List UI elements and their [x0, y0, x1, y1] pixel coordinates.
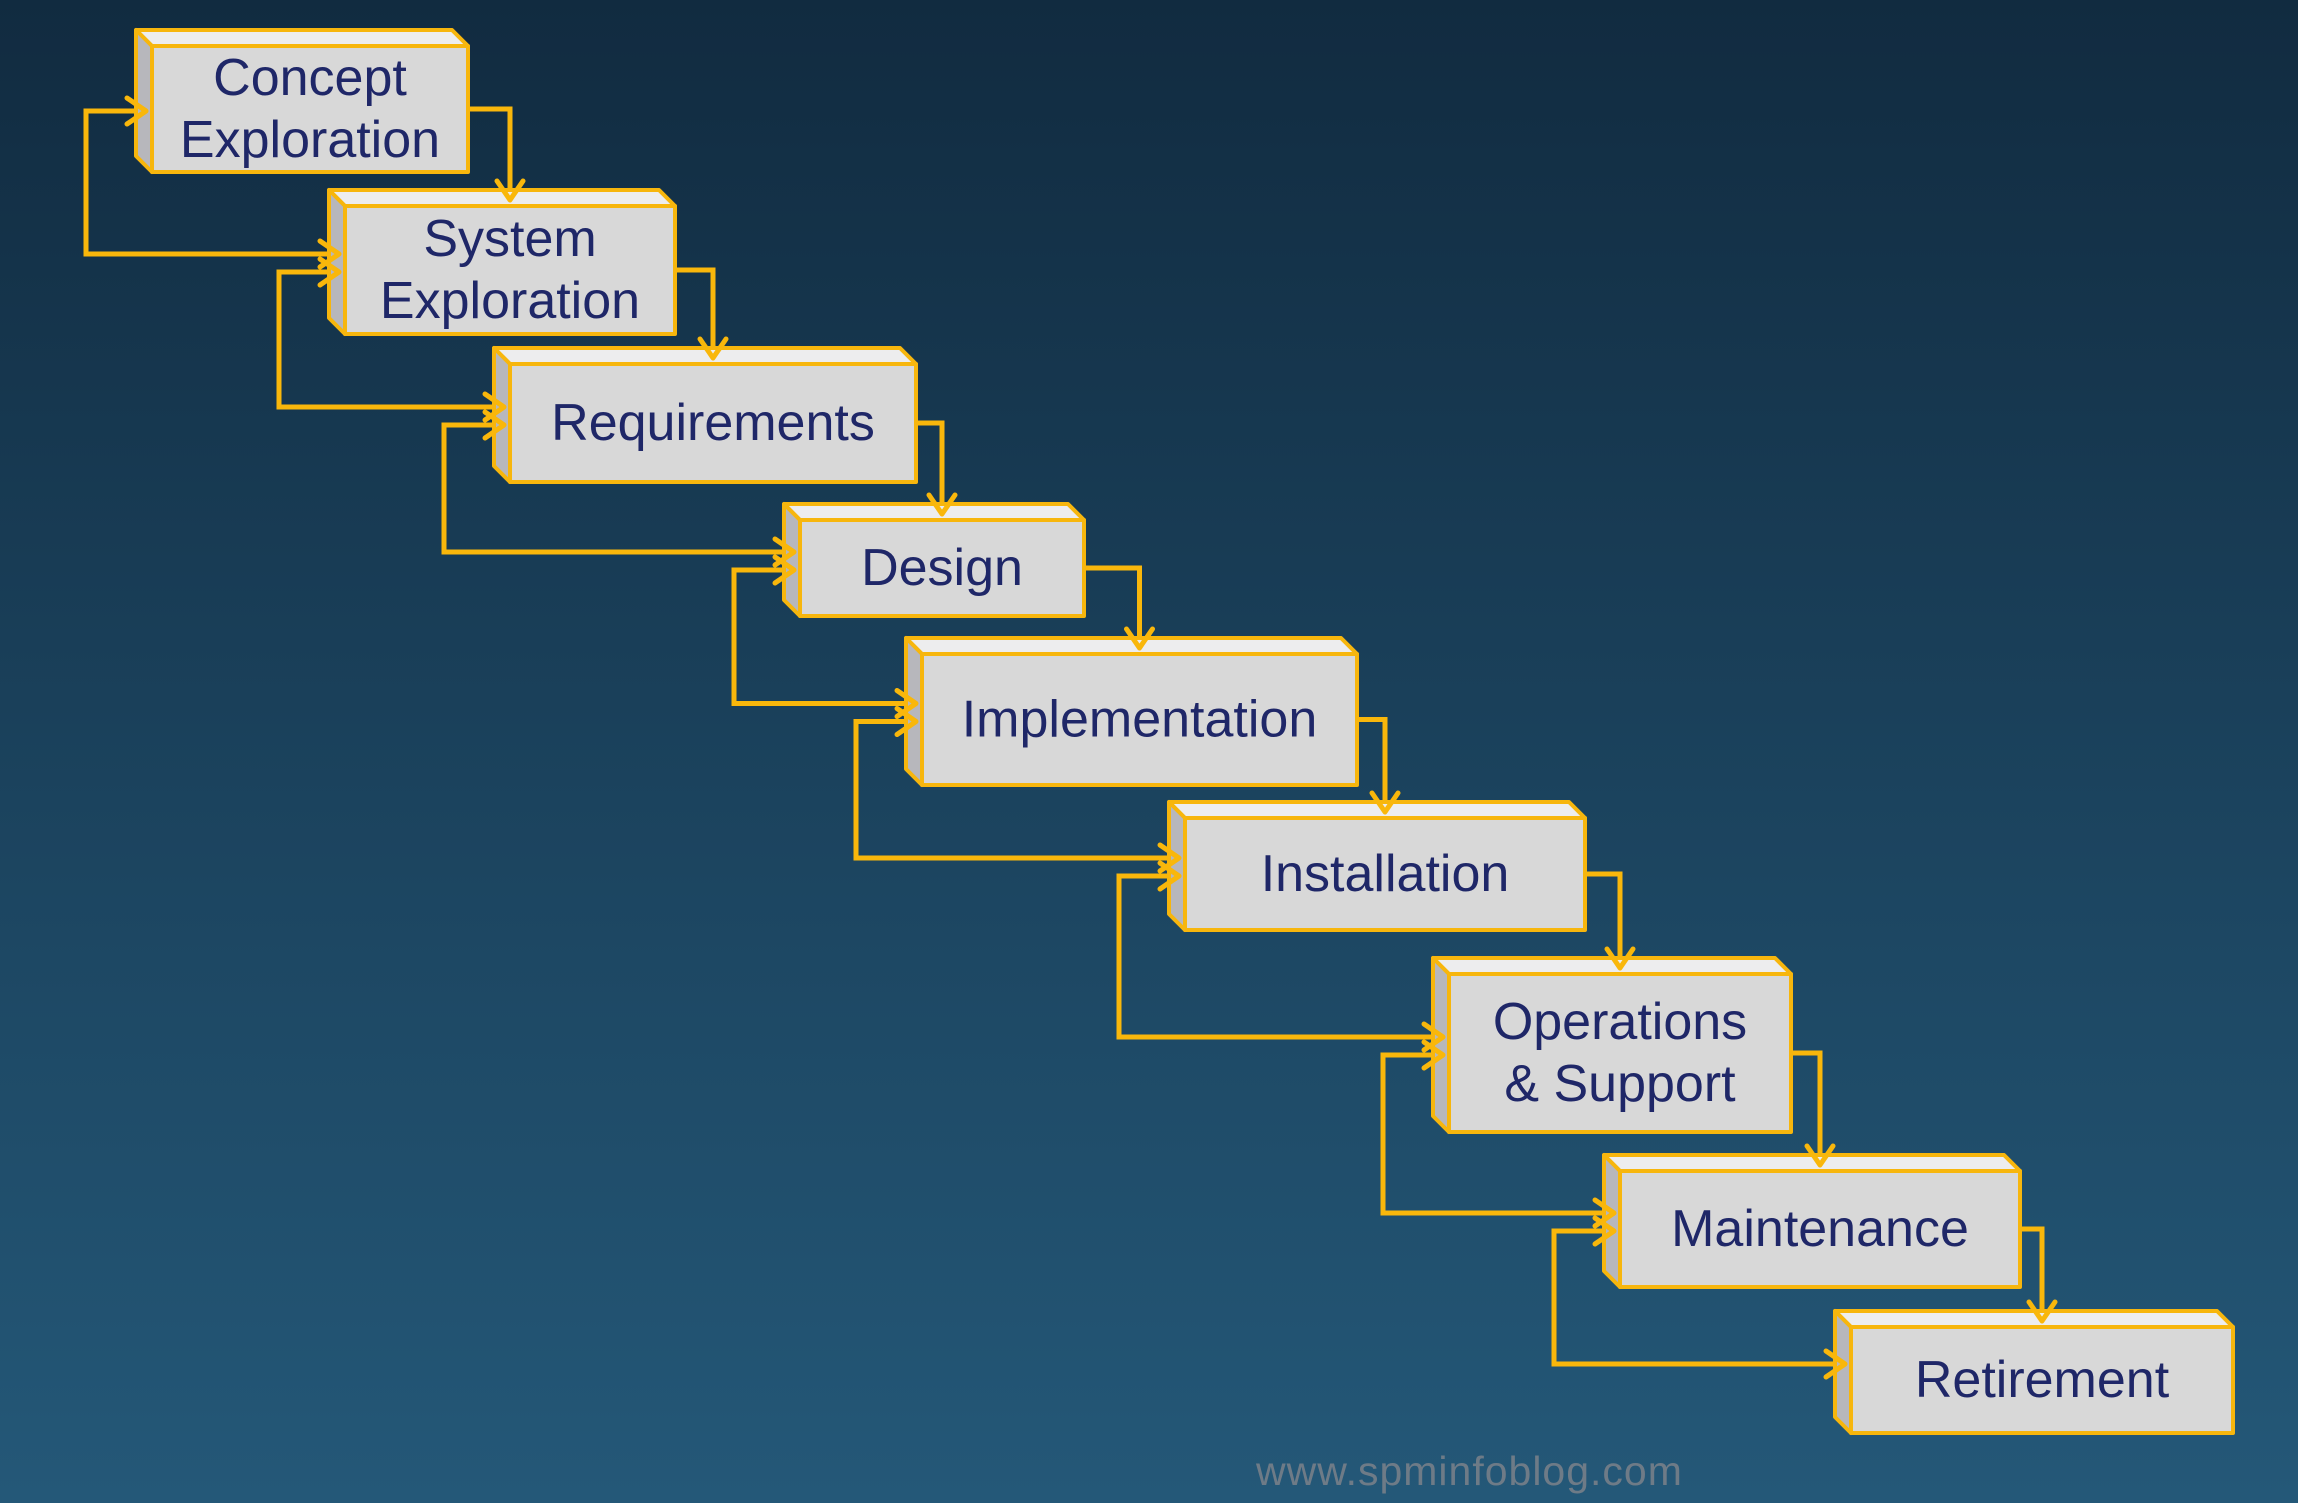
box-front-face: [343, 204, 677, 336]
feedback-arrowhead-installation: [1157, 860, 1182, 892]
forward-arrowhead-retirement: [2026, 1299, 2058, 1324]
stage-label-operations-support-line2: & Support: [1504, 1055, 1736, 1113]
stage-label-concept-exploration-line2: Exploration: [180, 111, 440, 169]
forward-arrow-installation-to-operations-support: [1585, 871, 1623, 956]
feedback-arrow-design-to-requirements: [441, 422, 784, 555]
forward-arrowhead-design: [926, 492, 958, 517]
stage-implementation: Implementation: [904, 636, 1359, 787]
feedback-arrow-implementation-to-design: [731, 567, 906, 706]
forward-arrowhead-installation: [1369, 790, 1401, 815]
feedback-arrowhead-implementation: [894, 706, 919, 737]
box-front-face: [1849, 1325, 2235, 1435]
forward-arrowhead-operations-support: [1604, 946, 1636, 971]
stage-box-layer: ConceptExplorationSystemExplorationRequi…: [134, 28, 2235, 1435]
stage-installation: Installation: [1167, 800, 1587, 932]
box-front-face: [150, 44, 470, 174]
watermark-text: www.spminfoblog.com: [1256, 1448, 1683, 1494]
stage-label-retirement-line1: Retirement: [1915, 1351, 2170, 1409]
box-left-face: [134, 28, 154, 174]
forward-arrow-concept-exploration-to-system-exploration: [468, 106, 513, 188]
box-front-face: [1618, 1169, 2022, 1289]
stage-design: Design: [782, 502, 1086, 618]
forward-arrow-design-to-implementation: [1084, 565, 1142, 636]
stage-label-concept-exploration-line1: Concept: [213, 49, 407, 107]
stage-label-implementation-line1: Implementation: [962, 691, 1318, 749]
stage-label-operations-support-line1: Operations: [1493, 993, 1747, 1051]
feedback-arrowhead-system-exploration: [317, 256, 342, 288]
feedback-arrow-operations-support-to-installation: [1116, 873, 1433, 1040]
forward-arrow-system-exploration-to-requirements: [675, 267, 716, 346]
arrowhead-layer: [124, 95, 2058, 1380]
box-top-face: [134, 28, 470, 48]
feedback-arrow-maintenance-to-operations-support: [1380, 1052, 1604, 1216]
feedback-arrowhead-operations-support: [1421, 1039, 1446, 1071]
box-front-face: [508, 362, 918, 484]
forward-arrow-implementation-to-installation: [1357, 717, 1388, 800]
feedback-arrowhead-maintenance: [1592, 1215, 1617, 1247]
connector-layer: [83, 106, 2045, 1367]
feedback-arrow-retirement-to-maintenance: [1551, 1228, 1835, 1367]
stage-label-maintenance-line1: Maintenance: [1671, 1200, 1969, 1258]
feedback-arrow-installation-to-implementation: [853, 719, 1169, 861]
feedback-arrow-system-exploration-to-concept-exploration: [83, 108, 329, 257]
forward-arrowhead-implementation: [1124, 626, 1155, 651]
forward-arrow-maintenance-to-retirement: [2020, 1226, 2045, 1309]
forward-arrowhead-system-exploration: [494, 178, 526, 203]
box-front-face: [1183, 816, 1587, 932]
feedback-arrowhead-requirements: [482, 409, 507, 441]
feedback-arrowhead-retirement: [1823, 1348, 1848, 1380]
stage-maintenance: Maintenance: [1602, 1153, 2022, 1289]
forward-arrow-operations-support-to-maintenance: [1791, 1050, 1823, 1153]
box-front-face: [1447, 972, 1793, 1134]
stage-label-installation-line1: Installation: [1261, 845, 1510, 903]
forward-arrow-requirements-to-design: [916, 420, 945, 502]
feedback-arrowhead-concept-exploration: [124, 95, 149, 127]
box-front-face: [798, 518, 1086, 618]
forward-arrowhead-requirements: [697, 336, 729, 361]
stage-label-design-line1: Design: [861, 539, 1023, 597]
stage-label-system-exploration-line2: Exploration: [380, 272, 640, 330]
stage-requirements: Requirements: [492, 346, 918, 484]
feedback-arrowhead-design: [772, 554, 797, 586]
stage-label-system-exploration-line1: System: [423, 210, 596, 268]
stage-retirement: Retirement: [1833, 1309, 2235, 1435]
box-front-face: [920, 652, 1359, 787]
stage-operations-support: Operations& Support: [1431, 956, 1793, 1134]
feedback-arrow-requirements-to-system-exploration: [276, 269, 494, 410]
stage-label-requirements-line1: Requirements: [551, 394, 875, 452]
forward-arrowhead-maintenance: [1804, 1143, 1836, 1168]
